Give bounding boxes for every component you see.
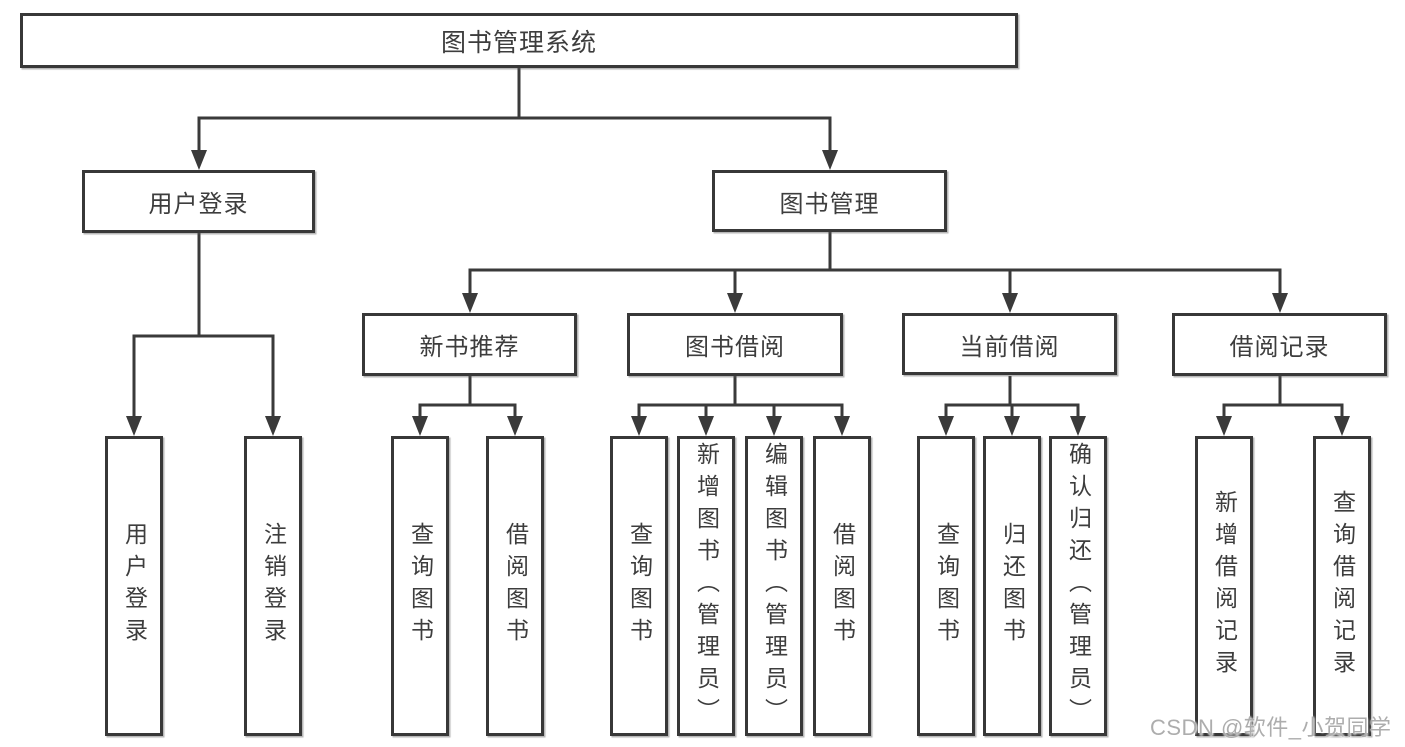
node-book-borrow: 图书借阅 [627, 313, 843, 376]
node-label: 查询图书 [626, 522, 653, 650]
node-label: 借阅记录 [1229, 334, 1330, 361]
leaf-recommend-borrow-books: 借阅图书 [486, 436, 544, 736]
leaf-borrow-edit-books-admin: 编辑图书（管理员） [745, 436, 803, 736]
node-new-book-recommend: 新书推荐 [362, 313, 577, 376]
node-label: 图书管理 [779, 190, 880, 218]
node-label: 新书推荐 [419, 334, 520, 361]
node-user-login: 用户登录 [82, 170, 315, 233]
leaf-borrow-add-books-admin: 新增图书（管理员） [677, 436, 735, 736]
leaf-borrow-query-books: 查询图书 [610, 436, 668, 736]
node-current-borrow: 当前借阅 [902, 313, 1117, 375]
leaf-current-query-books: 查询图书 [917, 436, 975, 736]
node-label: 借阅图书 [829, 522, 856, 650]
leaf-records-query-record: 查询借阅记录 [1313, 436, 1371, 736]
node-label: 查询借阅记录 [1329, 490, 1356, 682]
node-label: 用户登录 [148, 191, 249, 218]
leaf-recommend-query-books: 查询图书 [391, 436, 449, 736]
node-label: 查询图书 [933, 522, 960, 650]
node-book-management: 图书管理 [712, 170, 947, 232]
node-label: 注销登录 [260, 522, 287, 650]
node-library-management-system: 图书管理系统 [20, 13, 1018, 68]
node-label: 借阅图书 [502, 522, 529, 650]
node-label: 查询图书 [407, 522, 434, 650]
csdn-watermark: CSDN @软件_小贺同学 [1150, 715, 1392, 740]
node-label: 确认归还（管理员） [1065, 442, 1092, 730]
node-label: 新增图书（管理员） [693, 442, 720, 730]
leaf-records-add-record: 新增借阅记录 [1195, 436, 1253, 736]
node-borrow-records: 借阅记录 [1172, 313, 1387, 376]
node-label: 图书管理系统 [440, 28, 597, 57]
leaf-logout: 注销登录 [244, 436, 302, 736]
leaf-current-return-books: 归还图书 [983, 436, 1041, 736]
leaf-user-login: 用户登录 [105, 436, 163, 736]
node-label: 新增借阅记录 [1211, 490, 1238, 682]
node-label: 当前借阅 [959, 333, 1060, 361]
node-label: 编辑图书（管理员） [761, 442, 788, 730]
node-label: 用户登录 [121, 522, 148, 650]
node-label: 图书借阅 [685, 334, 785, 361]
leaf-borrow-borrow-books: 借阅图书 [813, 436, 871, 736]
node-label: 归还图书 [999, 522, 1026, 650]
leaf-current-confirm-return-admin: 确认归还（管理员） [1049, 436, 1107, 736]
